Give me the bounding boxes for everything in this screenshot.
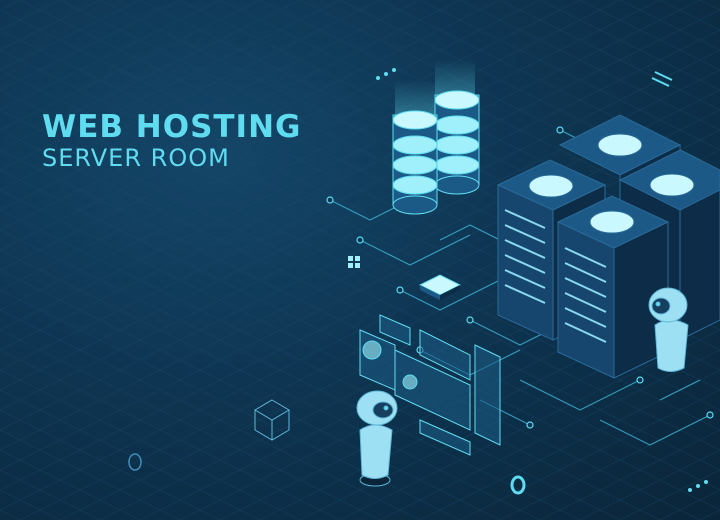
headline-subtitle: SERVER ROOM [42,144,230,172]
server-rack [618,149,720,341]
dashboard-panels [359,314,501,456]
dots-decoration [376,68,708,492]
dash-decoration [651,71,673,87]
robot-left [356,390,398,487]
server-racks [496,114,720,379]
chip-icon [418,274,462,300]
ring-icon [510,475,526,495]
headline-title: WEB HOSTING [42,109,302,145]
server-rack [556,195,670,379]
robot-right [648,287,689,372]
wireframe-cube-icon [254,399,290,441]
disk-server-stack [392,60,480,215]
ring-icon [128,453,142,471]
circuit-nodes [326,126,714,429]
headline: WEB HOSTING SERVER ROOM [42,110,301,172]
grid-squares-icon [348,256,360,268]
